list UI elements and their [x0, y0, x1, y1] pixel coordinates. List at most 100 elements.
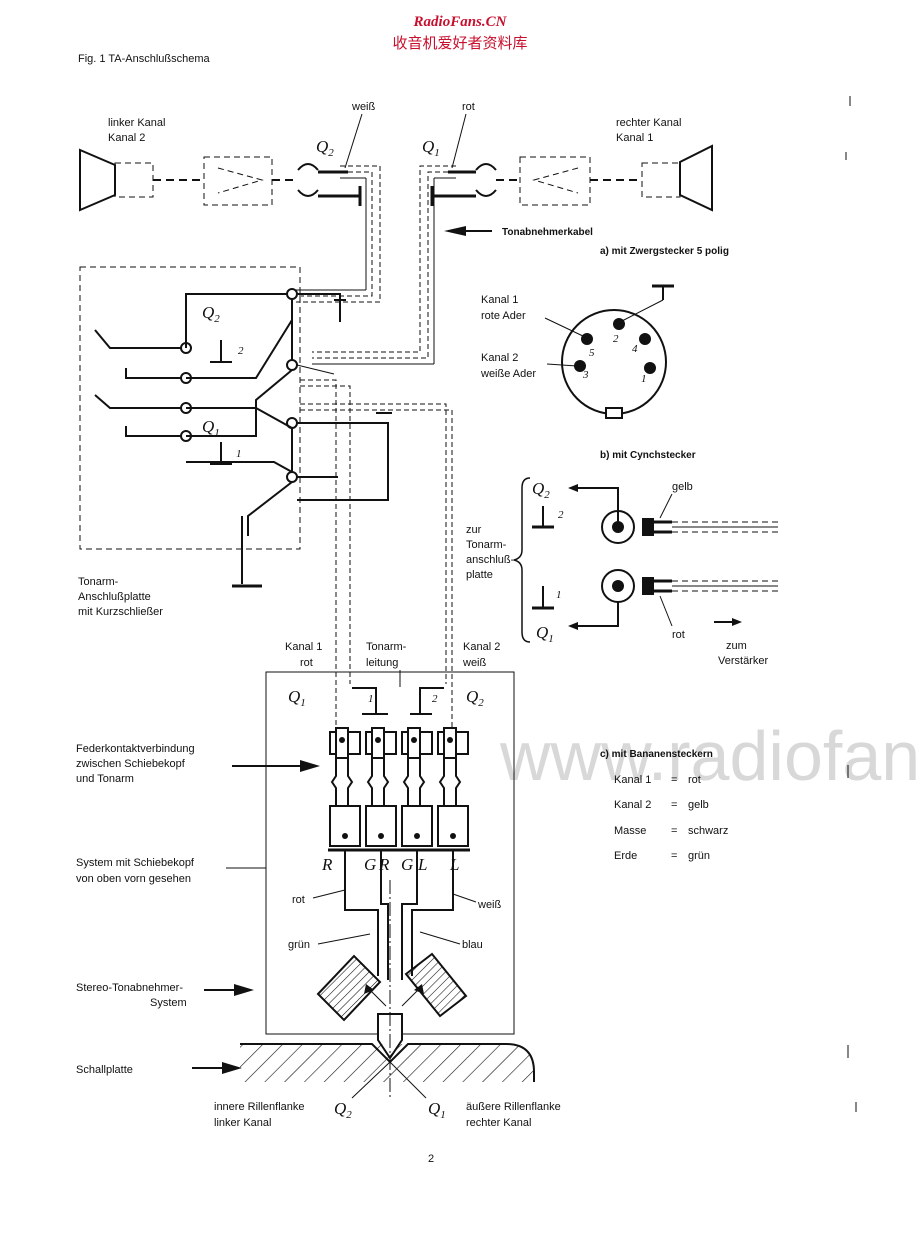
banana-eq: = [671, 774, 677, 786]
head-coil-left [316, 954, 382, 1022]
din-k1-label-2: rote Ader [481, 310, 526, 322]
groove-inner-pointer [351, 1061, 391, 1099]
head-contact-block [328, 727, 470, 852]
cable-arrow-icon [444, 226, 466, 236]
cinch-g1-label: 1 [556, 589, 562, 601]
banana-eq: = [671, 850, 677, 862]
head-wire-rot-label: rot [292, 894, 305, 906]
head-arrow-right-line [401, 989, 419, 1007]
din-ground-pointer [619, 299, 664, 323]
din-k2-label-2: weiße Ader [480, 368, 536, 380]
amp-label-1: zum [726, 640, 747, 652]
banana-name: Erde [614, 850, 637, 862]
right-jack-upper [475, 163, 497, 171]
left-speaker-box [114, 162, 154, 198]
plate-side-label-4: platte [466, 569, 493, 581]
section-c-title: c) mit Bananensteckern [600, 749, 713, 760]
plate-terminal-4 [286, 471, 298, 483]
bottom-q2-label: Q2 [334, 1099, 352, 1121]
head-wire-1 [344, 850, 379, 976]
plate-side-label-2: Tonarm- [466, 539, 507, 551]
din-plug-key [605, 407, 623, 419]
plate-wire-q2 [185, 293, 287, 348]
head-q1-label: Q1 [288, 687, 306, 709]
plate-link-a [296, 364, 335, 375]
cinch-socket-q2 [601, 510, 635, 544]
head-letter-l1: L [417, 855, 427, 874]
head-tonarm-label-1: Tonarm- [366, 641, 407, 653]
shielded-cable-left [296, 165, 381, 303]
left-amplifier-icon [217, 167, 264, 194]
right-jack [430, 163, 497, 206]
cinch-socket-q1-pin [612, 580, 624, 592]
right-speaker-chain [496, 144, 713, 212]
site-name: RadioFans.CN [413, 14, 508, 30]
head-wire-gruen-pointer [317, 933, 371, 945]
banana-row: Masse = schwarz [614, 825, 728, 837]
head-letter-g2: G [401, 855, 413, 874]
head-wire-gruen-label: grün [288, 939, 310, 951]
feder-label-3: und Tonarm [76, 773, 134, 785]
inner-groove-label-2: linker Kanal [214, 1117, 271, 1129]
plate-label-1: Tonarm- [78, 576, 119, 588]
record-hatch [240, 1044, 534, 1082]
head-letter-g1: G [364, 855, 376, 874]
head-k1-label-1: Kanal 1 [285, 641, 322, 653]
plate-cross-3 [186, 407, 293, 429]
plate-q2-label: Q2 [202, 303, 220, 325]
plate-to-ground [297, 293, 341, 322]
schall-arrow-icon [222, 1062, 242, 1074]
groove-outer-pointer [389, 1061, 427, 1099]
cinch-q1-wire [578, 602, 619, 627]
left-jack-lower [297, 189, 319, 197]
left-channel-label-1: linker Kanal [108, 117, 165, 129]
din-pin-5 [581, 333, 593, 345]
amp-label-2: Verstärker [718, 655, 768, 667]
head-wire-4 [411, 850, 454, 976]
head-k2-label-2: weiß [462, 657, 487, 669]
page-number: 2 [428, 1153, 434, 1165]
outer-groove-label-1: äußere Rillenflanke [466, 1101, 561, 1113]
amp-arrow-icon [732, 618, 742, 626]
banana-name: Masse [614, 825, 646, 837]
plate-g1-label: 1 [236, 448, 242, 460]
shielded-cable-down [300, 379, 453, 730]
din-pin-3 [574, 360, 586, 372]
head-wire-3 [401, 850, 418, 980]
head-tap-1 [352, 687, 377, 714]
plate-spring-q2 [94, 329, 181, 349]
plate-q1-label: Q1 [202, 417, 220, 439]
din-pin-label-5: 5 [589, 347, 595, 359]
banana-value: rot [688, 774, 701, 786]
plate-label-3: mit Kurzschließer [78, 606, 163, 618]
left-amplifier-box [203, 156, 273, 206]
cinch-socket-q2-pin [612, 521, 624, 533]
din-pin-label-2: 2 [613, 333, 619, 345]
plate-g2-label: 2 [238, 345, 244, 357]
din-pin-label-4: 4 [632, 343, 638, 355]
head-wire-blau-label: blau [462, 939, 483, 951]
banana-row: Erde = grün [614, 850, 710, 862]
plate-link-b [297, 422, 389, 501]
head-letter-r1: R [321, 855, 333, 874]
din-k2-pointer [546, 363, 578, 367]
right-channel-label-2: Kanal 1 [616, 132, 653, 144]
feder-arrow-icon [300, 760, 320, 772]
plate-cross-2 [186, 369, 293, 437]
cinch-q1-label: Q1 [536, 623, 554, 645]
left-jack [297, 163, 362, 206]
figure-caption: Fig. 1 TA-Anschlußschema [78, 53, 211, 65]
head-arrow-left-icon [364, 984, 374, 994]
right-amplifier-icon [532, 167, 579, 194]
system-label-2: von oben vorn gesehen [76, 873, 191, 885]
cinch-gelb-label: gelb [672, 481, 693, 493]
schall-label: Schallplatte [76, 1064, 133, 1076]
wire-weiss-pointer [344, 113, 363, 169]
head-k1-label-2: rot [300, 657, 313, 669]
plate-label-2: Anschlußplatte [78, 591, 151, 603]
din-k1-pointer [544, 317, 586, 338]
head-arrow-left-line [369, 989, 387, 1007]
head-letter-r2: R [378, 855, 390, 874]
site-subtitle: 收音机爱好者资料库 [392, 34, 527, 52]
head-g1-label: 1 [368, 693, 374, 705]
